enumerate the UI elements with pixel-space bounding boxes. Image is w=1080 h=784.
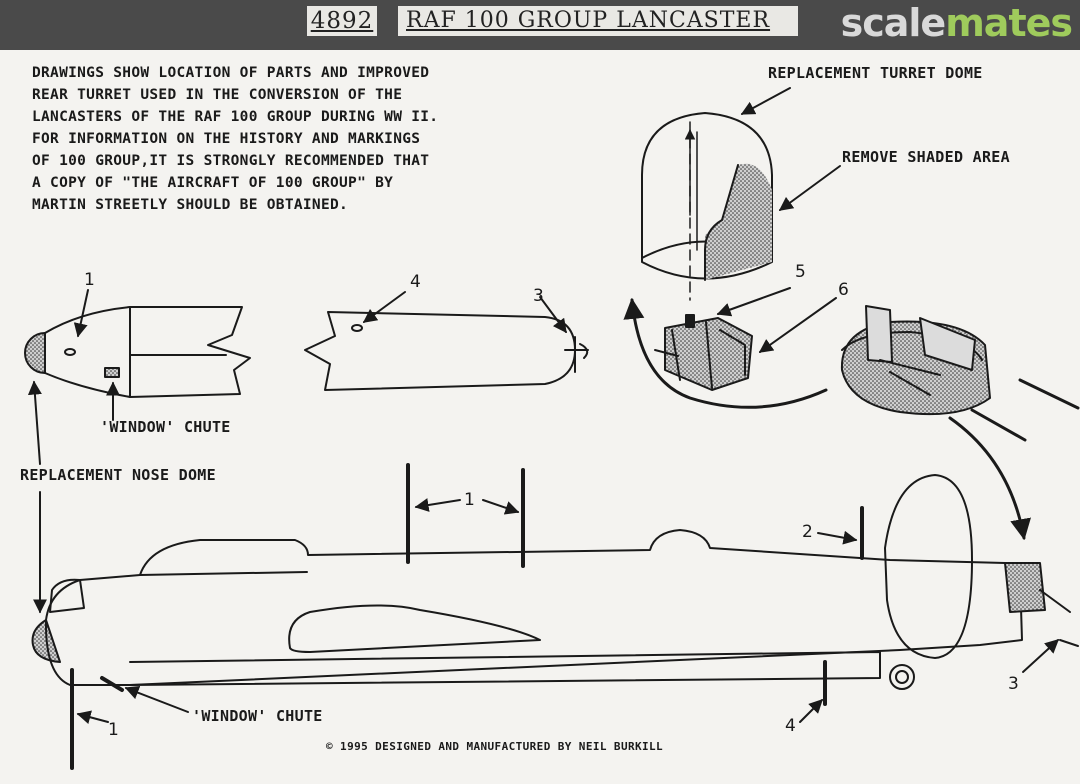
- brand-logo[interactable]: scalemates: [840, 1, 1073, 45]
- intro-line: A COPY OF "THE AIRCRAFT OF 100 GROUP" BY: [32, 175, 394, 191]
- kit-number: 4892: [307, 6, 377, 36]
- part-number-1-antennas: 1: [464, 490, 475, 510]
- label-remove-shaded-area: REMOVE SHADED AREA: [842, 148, 1010, 166]
- brand-part-2: mates: [945, 1, 1073, 45]
- intro-line: MARTIN STREETLY SHOULD BE OBTAINED.: [32, 197, 349, 213]
- intro-line: LANCASTERS OF THE RAF 100 GROUP DURING W…: [32, 109, 439, 125]
- label-window-chute-top: 'WINDOW' CHUTE: [100, 418, 231, 436]
- sheet-title: RAF 100 GROUP LANCASTER: [398, 6, 798, 36]
- part-number-4-fuselage: 4: [410, 272, 421, 292]
- intro-line: OF 100 GROUP,IT IS STRONGLY RECOMMENDED …: [32, 153, 430, 169]
- part-number-3-tail: 3: [533, 286, 544, 306]
- brand-part-1: scale: [840, 1, 947, 45]
- nose-section-drawing: [24, 289, 251, 421]
- fuselage-side-view: [27, 380, 1079, 770]
- label-replacement-turret-dome: REPLACEMENT TURRET DOME: [768, 64, 983, 82]
- label-replacement-nose-dome: REPLACEMENT NOSE DOME: [20, 466, 216, 484]
- intro-line: DRAWINGS SHOW LOCATION OF PARTS AND IMPR…: [32, 65, 430, 81]
- part-number-3-bottom: 3: [1008, 674, 1019, 694]
- part-number-2-fin: 2: [802, 522, 813, 542]
- turret-ring-drawing: [840, 305, 1080, 541]
- part-number-1-nose: 1: [84, 270, 95, 290]
- part-number-5-turret: 5: [795, 262, 806, 282]
- turret-dome-drawing: [641, 87, 841, 301]
- copyright-footer: © 1995 DESIGNED AND MANUFACTURED BY NEIL…: [326, 740, 664, 753]
- intro-text: DRAWINGS SHOW LOCATION OF PARTS AND IMPR…: [32, 62, 592, 216]
- part-number-4-bottom: 4: [785, 716, 796, 736]
- gun-mount-drawing: [623, 287, 837, 409]
- rear-fuselage-drawing: [304, 291, 589, 391]
- part-number-6-turret: 6: [838, 280, 849, 300]
- part-number-1-bottom: 1: [108, 720, 119, 740]
- intro-line: REAR TURRET USED IN THE CONVERSION OF TH…: [32, 87, 403, 103]
- intro-line: FOR INFORMATION ON THE HISTORY AND MARKI…: [32, 131, 421, 147]
- label-window-chute-bottom: 'WINDOW' CHUTE: [192, 707, 323, 725]
